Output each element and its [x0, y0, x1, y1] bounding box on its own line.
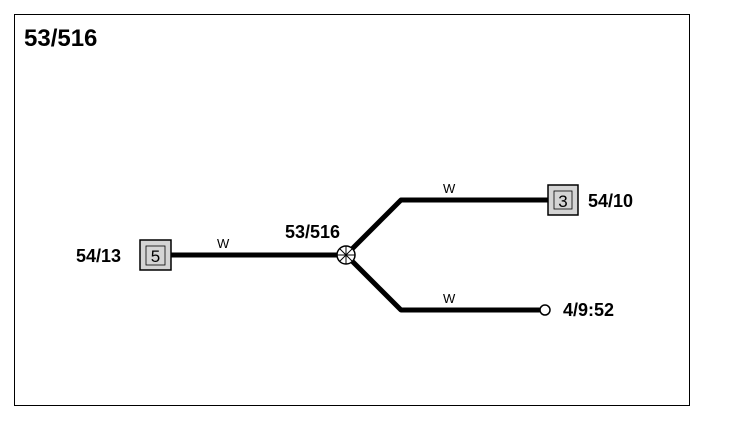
- wire-left-color: W: [217, 236, 230, 251]
- wire-lower: [344, 253, 540, 313]
- connector-right-top-pin: 3: [558, 192, 567, 211]
- connector-left-label: 54/13: [76, 246, 121, 266]
- connector-right-top-box: [547, 184, 579, 216]
- connector-left-pin: 5: [151, 247, 160, 266]
- terminal-label: 4/9:52: [563, 300, 614, 320]
- connector-left-inner: [145, 245, 166, 266]
- wire-lower-color: W: [443, 291, 456, 306]
- connector-left: 5: [139, 239, 172, 271]
- connector-right-top-label: 54/10: [588, 191, 633, 211]
- connector-right-top: 3: [547, 184, 579, 216]
- wire-upper: [344, 197, 548, 257]
- diagram-title: 53/516: [24, 25, 97, 52]
- connector-right-top-inner: [553, 190, 573, 210]
- splice-label: 53/516: [285, 222, 340, 242]
- terminal-icon: [539, 304, 551, 316]
- wire-upper-color: W: [443, 181, 456, 196]
- splice-line-d2: [339, 248, 353, 262]
- splice-icon: [336, 245, 356, 265]
